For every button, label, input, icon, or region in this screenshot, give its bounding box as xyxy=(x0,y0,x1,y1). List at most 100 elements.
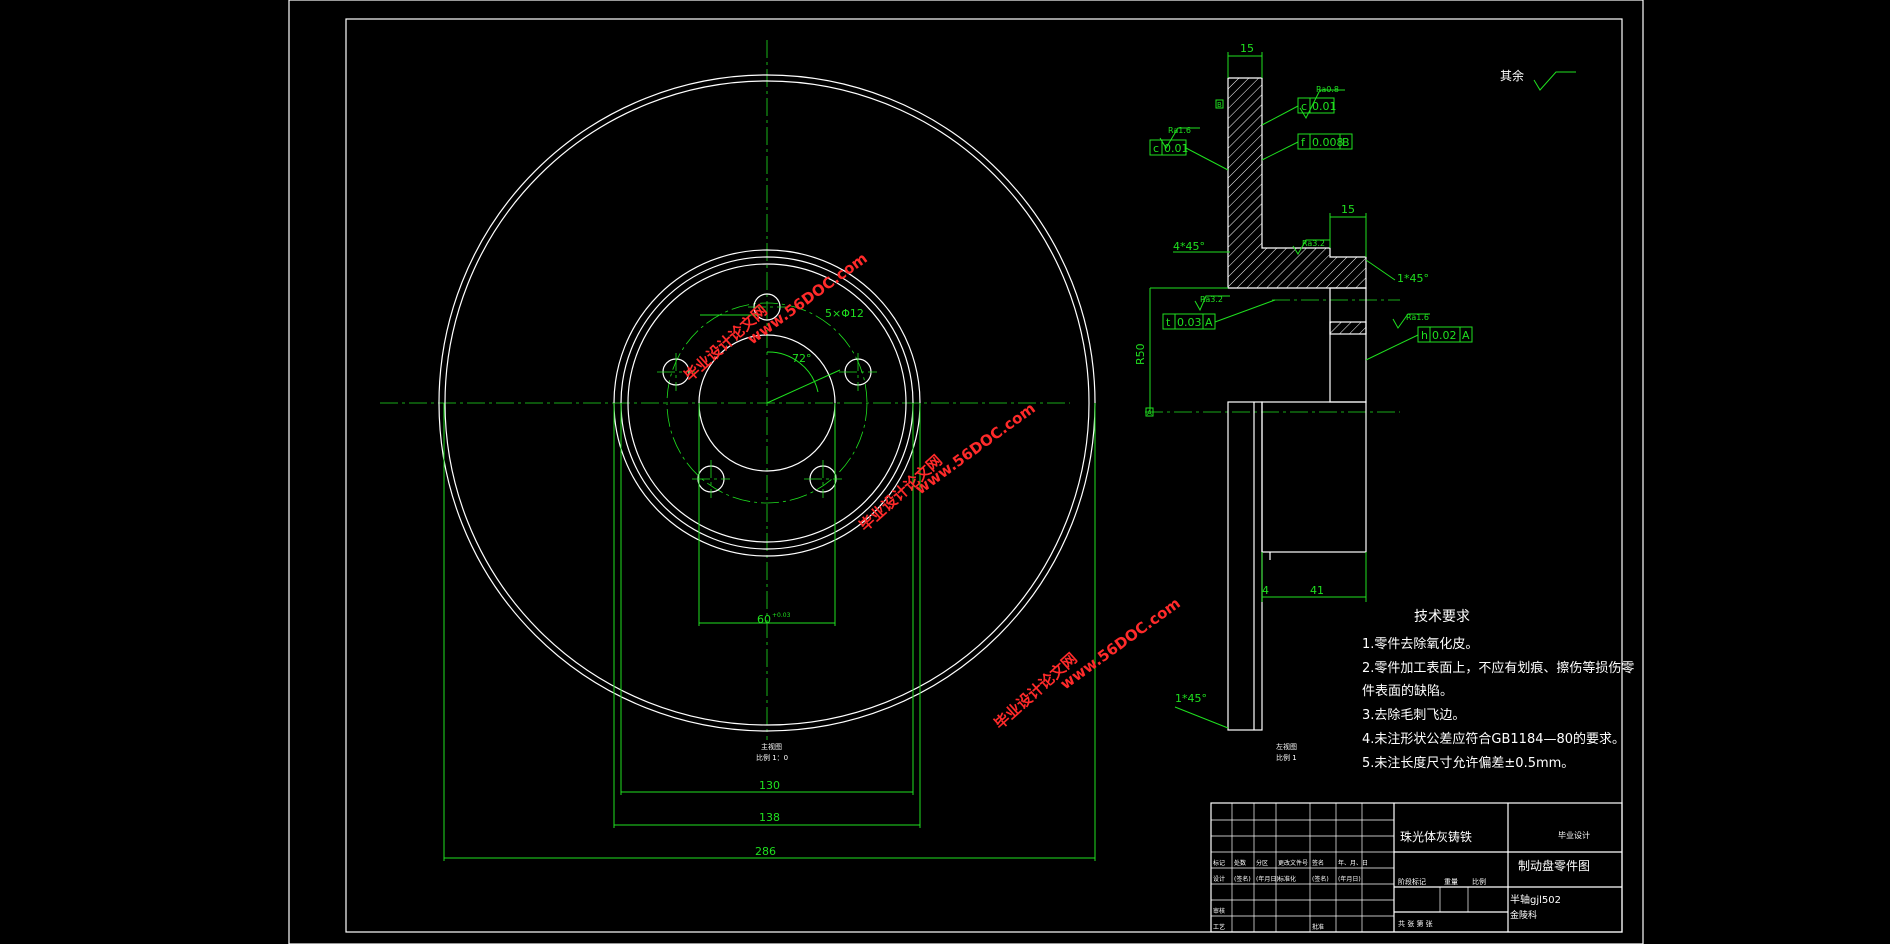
watermarks: 毕业设计论文网 www.56DOC.com 毕业设计论文网 www.56DOC.… xyxy=(681,249,1184,733)
note-3: 3.去除毛刺飞边。 xyxy=(1362,708,1465,723)
svg-text:B: B xyxy=(1217,101,1222,109)
row-marks: 标记 xyxy=(1213,859,1225,867)
dim-60-tolerance: +0.03 xyxy=(772,612,791,619)
svg-text:0.02: 0.02 xyxy=(1432,329,1457,342)
chamfer-4x45: 4*45° xyxy=(1173,240,1205,253)
tolerance-frame-f1: c 0.01 xyxy=(1261,97,1337,126)
svg-text:批准: 批准 xyxy=(1312,923,1324,931)
roughness-ra32-bore: Ra3.2 xyxy=(1200,295,1223,304)
note-4: 4.未注形状公差应符合GB1184—80的要求。 xyxy=(1362,731,1625,747)
svg-text:0.03: 0.03 xyxy=(1177,316,1202,329)
tolerance-frame-f5: h 0.02 A xyxy=(1365,326,1473,361)
front-view-scale: 比例 1：0 xyxy=(756,753,788,762)
roughness-ra16-left: Ra1.6 xyxy=(1168,126,1191,135)
side-view: 15 15 4 41 R50 4*45° 1*45° 1*45° Ra0.8 R… xyxy=(1134,42,1473,762)
notes-title: 技术要求 xyxy=(1414,609,1470,625)
side-dim-r50: R50 xyxy=(1134,343,1147,365)
angle-leader xyxy=(766,369,841,404)
svg-text:重量: 重量 xyxy=(1444,878,1458,886)
svg-text:(签名): (签名) xyxy=(1234,875,1251,883)
disc-outer-chamfer-circle xyxy=(444,80,1090,726)
svg-text:阶段标记: 阶段标记 xyxy=(1398,877,1426,886)
side-view-label: 左视图 xyxy=(1276,742,1297,751)
front-view-label: 主视图 xyxy=(761,742,782,751)
svg-text:f: f xyxy=(1301,136,1306,149)
part-name: 制动盘零件图 xyxy=(1518,858,1590,873)
hub-lower xyxy=(1261,401,1367,553)
hub-inner-circle xyxy=(627,263,907,543)
svg-text:0.01: 0.01 xyxy=(1312,100,1337,113)
roughness-ra08: Ra0.8 xyxy=(1316,85,1339,94)
note-1: 1.零件去除氧化皮。 xyxy=(1362,637,1478,652)
bolt-pitch-circle xyxy=(666,302,868,504)
angle-label: 72° xyxy=(792,352,812,365)
svg-text:h: h xyxy=(1421,329,1428,342)
svg-text:标准化: 标准化 xyxy=(1278,875,1296,883)
code: 毕业设计 xyxy=(1558,830,1590,840)
hub-flange xyxy=(1329,287,1367,403)
svg-text:共 张 第 张: 共 张 第 张 xyxy=(1398,919,1433,928)
svg-text:比例: 比例 xyxy=(1472,877,1486,886)
svg-text:处数: 处数 xyxy=(1234,859,1246,867)
chamfer-1x45-bottom: 1*45° xyxy=(1175,692,1207,705)
svg-text:t: t xyxy=(1166,316,1171,329)
material: 珠光体灰铸铁 xyxy=(1400,829,1472,844)
chamfer-1x45-top: 1*45° xyxy=(1397,272,1429,285)
disc-plate-lower xyxy=(1227,401,1263,731)
watermark-url-3: www.56DOC.com xyxy=(1057,594,1184,693)
angle-arc xyxy=(766,351,819,393)
disc-section-upper xyxy=(1227,77,1367,289)
outer-sheet-border xyxy=(288,0,1644,944)
datum-a-box xyxy=(1145,407,1154,417)
holes-label: 5×Φ12 xyxy=(825,307,864,320)
svg-text:设计: 设计 xyxy=(1213,875,1225,883)
side-view-scale: 比例 1 xyxy=(1276,753,1297,762)
watermark-url-2: www.56DOC.com xyxy=(912,399,1039,498)
title-block: 珠光体灰铸铁 制动盘零件图 毕业设计 半轴gjl502 金陵科 标记 处数 分区… xyxy=(1210,802,1623,933)
svg-text:A: A xyxy=(1462,329,1470,342)
roughness-rest-symbol xyxy=(1533,71,1576,91)
datum-b-box xyxy=(1215,99,1224,109)
dim-130: 130 xyxy=(759,779,780,792)
side-dim-41: 41 xyxy=(1310,584,1324,597)
svg-text:A: A xyxy=(1205,316,1213,329)
roughness-ra32-hub: Ra3.2 xyxy=(1302,239,1325,248)
svg-text:c: c xyxy=(1153,142,1159,155)
bolt-holes xyxy=(657,293,877,498)
watermark-cn-2: 毕业设计论文网 xyxy=(856,451,946,535)
drawing-no: 半轴gjl502 xyxy=(1510,893,1561,906)
tolerance-frame-f3: f 0.008 B xyxy=(1261,133,1353,161)
side-dim-15-top: 15 xyxy=(1240,42,1254,55)
roughness-rest-label: 其余 xyxy=(1500,68,1524,83)
hub-groove-section xyxy=(1329,321,1367,335)
svg-text:c: c xyxy=(1301,100,1307,113)
svg-text:B: B xyxy=(1342,136,1350,149)
svg-text:更改文件号: 更改文件号 xyxy=(1278,859,1308,867)
dim-286: 286 xyxy=(755,845,776,858)
svg-text:工艺: 工艺 xyxy=(1213,923,1225,931)
svg-text:审核: 审核 xyxy=(1213,907,1225,915)
svg-text:年、月、日: 年、月、日 xyxy=(1338,859,1368,867)
technical-requirements: 技术要求 1.零件去除氧化皮。 2.零件加工表面上，不应有划痕、擦伤等损伤零 件… xyxy=(1362,609,1634,771)
svg-text:0.01: 0.01 xyxy=(1164,142,1189,155)
svg-text:0.008: 0.008 xyxy=(1312,136,1344,149)
school: 金陵科 xyxy=(1510,909,1537,921)
front-view: 72° 5×Φ12 60 +0.03 130 138 286 主视图 比例 1：… xyxy=(380,40,1096,861)
dim-60: 60 xyxy=(757,613,771,626)
note-2: 2.零件加工表面上，不应有划痕、擦伤等损伤零 xyxy=(1362,660,1634,676)
dim-138: 138 xyxy=(759,811,780,824)
tolerance-frame-f2: c 0.01 xyxy=(1149,139,1229,171)
svg-text:(年月日): (年月日) xyxy=(1256,875,1279,883)
svg-text:分区: 分区 xyxy=(1256,859,1268,867)
side-dim-15-hub: 15 xyxy=(1341,203,1355,216)
side-dim-4: 4 xyxy=(1262,584,1269,597)
roughness-ra16-right: Ra1.6 xyxy=(1406,313,1429,322)
svg-text:(签名): (签名) xyxy=(1312,875,1329,883)
note-2b: 件表面的缺陷。 xyxy=(1362,683,1453,699)
inner-sheet-border xyxy=(345,18,1623,933)
svg-text:(年月日): (年月日) xyxy=(1338,875,1361,883)
tolerance-frame-f4: t 0.03 A xyxy=(1162,299,1276,330)
svg-text:A: A xyxy=(1147,409,1152,417)
note-5: 5.未注长度尺寸允许偏差±0.5mm。 xyxy=(1362,755,1574,771)
